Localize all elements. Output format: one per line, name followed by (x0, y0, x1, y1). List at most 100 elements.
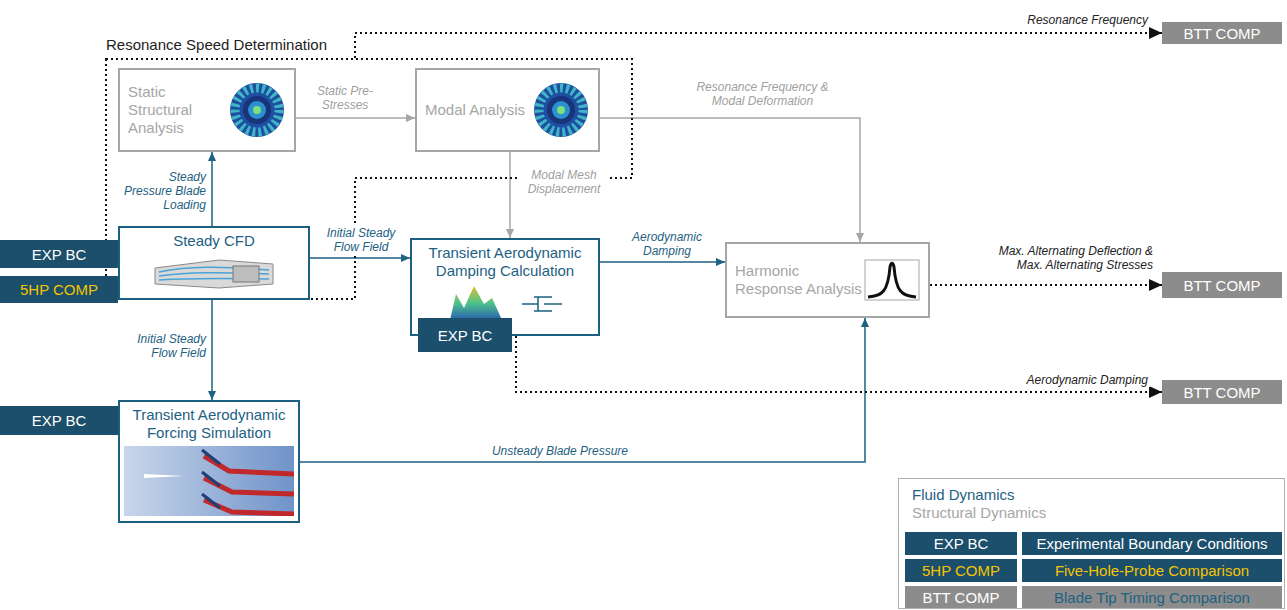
box-text-group: Static Structural Analysis (128, 83, 228, 137)
illustration-part (865, 260, 919, 300)
comparison-box: BTT COMP (1162, 380, 1282, 404)
connector-label: Resonance Frequency (1010, 13, 1150, 27)
flow-connector (211, 152, 213, 226)
legend-text: Five-Hole-Probe Comparison (1055, 562, 1249, 579)
illustration-part (235, 88, 279, 132)
legend-entry: Fluid Dynamics (912, 486, 1015, 504)
dotted-connector (930, 284, 1162, 286)
box-label: Modal Analysis (425, 101, 532, 119)
illustration-part (557, 106, 565, 114)
fluid-box: Transient Aerodynamic Forcing Simulation (118, 400, 300, 523)
box-label: Static Structural Analysis (128, 83, 228, 137)
illustration-part (253, 106, 261, 114)
legend-text: Fluid Dynamics (912, 486, 1015, 503)
box-label: BTT COMP (1183, 384, 1260, 401)
comparison-box: BTT COMP (1162, 22, 1282, 44)
connector-label: Max. Alternating Deflection & Max. Alter… (975, 244, 1155, 272)
cfd-drawing (149, 254, 279, 294)
flow-connector (300, 318, 865, 462)
box-label: Steady CFD (173, 232, 255, 250)
structural-box: Harmonic Response Analysis (725, 242, 930, 318)
box-text-group: BTT COMP (1183, 25, 1260, 42)
box-text-group: EXP BC (32, 412, 87, 429)
cfd-illustration (149, 254, 279, 294)
boundary-tag: EXP BC (0, 406, 118, 435)
blisk-illustration (228, 81, 286, 139)
connector-label: Static Pre-Stresses (305, 84, 385, 112)
connector-label: Initial Steady Flow Field (116, 332, 208, 360)
boundary-tag: EXP BC (0, 240, 118, 268)
box-label: BTT COMP (1183, 25, 1260, 42)
illustration-part (155, 260, 273, 288)
illustration-part (534, 83, 588, 137)
fluid-box: Steady CFD (118, 226, 310, 300)
legend-description: Experimental Boundary Conditions (1022, 532, 1282, 555)
boundary-tag: EXP BC (418, 318, 512, 352)
legend-description: Blade Tip Timing Comparison (1022, 586, 1282, 608)
connector-label: Modal Mesh Displacement (518, 168, 610, 196)
structural-box: Static Structural Analysis (118, 68, 296, 152)
illustration-part (243, 96, 271, 124)
box-label: EXP BC (438, 327, 493, 344)
flow-connector (509, 152, 511, 238)
probe-tag: 5HP COMP (0, 276, 118, 303)
illustration-part (552, 101, 570, 119)
box-text-group: EXP BC (438, 327, 493, 344)
box-label: Transient Aerodynamic Forcing Simulation (126, 406, 292, 442)
box-label: EXP BC (32, 246, 87, 263)
blisk-drawing (228, 81, 286, 139)
region-dotted-line (106, 59, 632, 299)
blisk-illustration (532, 81, 590, 139)
force-drawing (124, 446, 294, 516)
flow-connector (310, 257, 410, 259)
flow-connector (600, 261, 725, 263)
flow-connector (211, 300, 213, 400)
connector-label: Aerodynamic Damping (1010, 373, 1150, 387)
box-text-group: 5HP COMP (20, 281, 98, 298)
illustration-part (868, 263, 916, 297)
flow-connector (600, 118, 860, 242)
illustration-part (144, 474, 184, 478)
connector-label: Unsteady Blade Pressure (460, 444, 660, 458)
box-text-group: Transient Aerodynamic Damping Calculatio… (418, 244, 592, 280)
comparison-box: BTT COMP (1162, 272, 1282, 298)
illustration-part (124, 446, 294, 516)
illustration-part (248, 101, 266, 119)
legend-description: Five-Hole-Probe Comparison (1022, 559, 1282, 582)
box-text-group: Harmonic Response Analysis (735, 262, 864, 298)
illustration-part (522, 297, 562, 311)
legend-color-text: Structural Dynamics (912, 504, 1046, 521)
legend-text: Blade Tip Timing Comparison (1054, 589, 1250, 606)
legend-color-text: Fluid Dynamics (912, 486, 1015, 503)
illustration-part (450, 286, 502, 320)
harm-drawing (864, 259, 920, 301)
damp-illustration (430, 284, 580, 322)
illustration-part (230, 83, 284, 137)
damp-drawing (430, 284, 580, 322)
legend-swatch: BTT COMP (905, 586, 1017, 608)
structural-box: Modal Analysis (415, 68, 600, 152)
box-label: Harmonic Response Analysis (735, 262, 864, 298)
box-label: EXP BC (32, 412, 87, 429)
legend-key-text: EXP BC (934, 535, 989, 552)
illustration-part (202, 450, 220, 508)
box-text-group: Transient Aerodynamic Forcing Simulation (126, 406, 292, 442)
connector-label: Steady Pressure Blade Loading (116, 170, 208, 212)
dotted-connector (516, 336, 1162, 392)
dotted-connector (355, 33, 1162, 58)
box-label: Transient Aerodynamic Damping Calculatio… (418, 244, 592, 280)
legend-key-text: BTT COMP (922, 589, 999, 606)
legend-key-text: 5HP COMP (922, 562, 1000, 579)
force-illustration (124, 446, 294, 516)
connector-label: Aerodynamic Damping (622, 230, 712, 258)
blisk-drawing (532, 81, 590, 139)
box-label: 5HP COMP (20, 281, 98, 298)
box-text-group: Steady CFD (173, 232, 255, 250)
legend-entry: Structural Dynamics (912, 504, 1046, 522)
connector-label: Resonance Frequency & Modal Deformation (690, 80, 835, 108)
box-text-group: EXP BC (32, 246, 87, 263)
flow-connector (296, 117, 415, 119)
legend-swatch: EXP BC (905, 532, 1017, 555)
box-text-group: BTT COMP (1183, 277, 1260, 294)
